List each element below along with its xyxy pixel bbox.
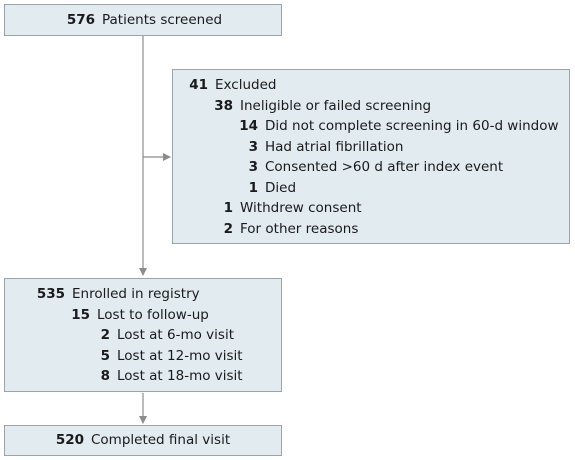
- enrolled-box: 535 Enrolled in registry 15 Lost to foll…: [4, 278, 282, 392]
- reason-item: 3 Had atrial fibrillation: [249, 137, 404, 158]
- completed-box: 520 Completed final visit: [4, 425, 282, 456]
- lost-label: Lost to follow-up: [97, 306, 209, 323]
- excluded-box: 41 Excluded 38 Ineligible or failed scre…: [172, 69, 570, 244]
- ineligible-label: Ineligible or failed screening: [240, 97, 432, 114]
- lost-line: 15 Lost to follow-up: [71, 305, 209, 326]
- excluded-line: 41 Excluded: [189, 75, 277, 96]
- completed-line: 520 Completed final visit: [56, 430, 231, 451]
- reason-count: 3: [248, 159, 258, 175]
- reason-item: 14 Did not complete screening in 60-d wi…: [239, 116, 559, 137]
- screened-count: 576: [66, 12, 95, 28]
- lost-count: 15: [71, 306, 90, 323]
- other-reasons-label: For other reasons: [240, 220, 359, 237]
- screened-line: 576 Patients screened: [67, 10, 223, 31]
- reason-label: Consented >60 d after index event: [265, 159, 504, 175]
- reason-count: 3: [248, 138, 258, 155]
- completed-label: Completed final visit: [91, 432, 231, 448]
- reason-label: Did not complete screening in 60-d windo…: [265, 118, 559, 134]
- completed-count: 520: [55, 432, 84, 448]
- screened-box: 576 Patients screened: [4, 4, 282, 36]
- withdrew-line: 1 Withdrew consent: [224, 198, 362, 219]
- reason-count: 1: [248, 179, 258, 196]
- reason-label: Died: [265, 179, 297, 196]
- reason-item: 1 Died: [249, 178, 297, 199]
- reason-item: 3 Consented >60 d after index event: [249, 157, 504, 178]
- enrolled-label: Enrolled in registry: [72, 286, 200, 302]
- excluded-label: Excluded: [215, 77, 277, 93]
- ineligible-count: 38: [214, 97, 233, 114]
- enrolled-count: 535: [36, 286, 65, 302]
- lost-item: 2 Lost at 6-mo visit: [101, 325, 234, 346]
- lost-item-label: Lost at 6-mo visit: [117, 327, 234, 343]
- enrolled-line: 535 Enrolled in registry: [37, 284, 200, 305]
- lost-item-count: 5: [100, 347, 110, 364]
- lost-item-label: Lost at 18-mo visit: [117, 368, 243, 384]
- screened-label: Patients screened: [102, 12, 223, 28]
- lost-item-count: 8: [100, 368, 110, 384]
- lost-item-label: Lost at 12-mo visit: [117, 347, 243, 364]
- withdrew-label: Withdrew consent: [240, 200, 362, 216]
- ineligible-line: 38 Ineligible or failed screening: [214, 96, 432, 117]
- excluded-count: 41: [189, 77, 208, 93]
- withdrew-count: 1: [223, 200, 233, 216]
- other-reasons-line: 2 For other reasons: [224, 219, 359, 240]
- reason-label: Had atrial fibrillation: [265, 138, 404, 155]
- lost-item-count: 2: [100, 327, 110, 343]
- lost-item: 8 Lost at 18-mo visit: [101, 366, 243, 387]
- lost-item: 5 Lost at 12-mo visit: [101, 346, 243, 367]
- reason-count: 14: [239, 118, 258, 134]
- other-reasons-count: 2: [223, 220, 233, 237]
